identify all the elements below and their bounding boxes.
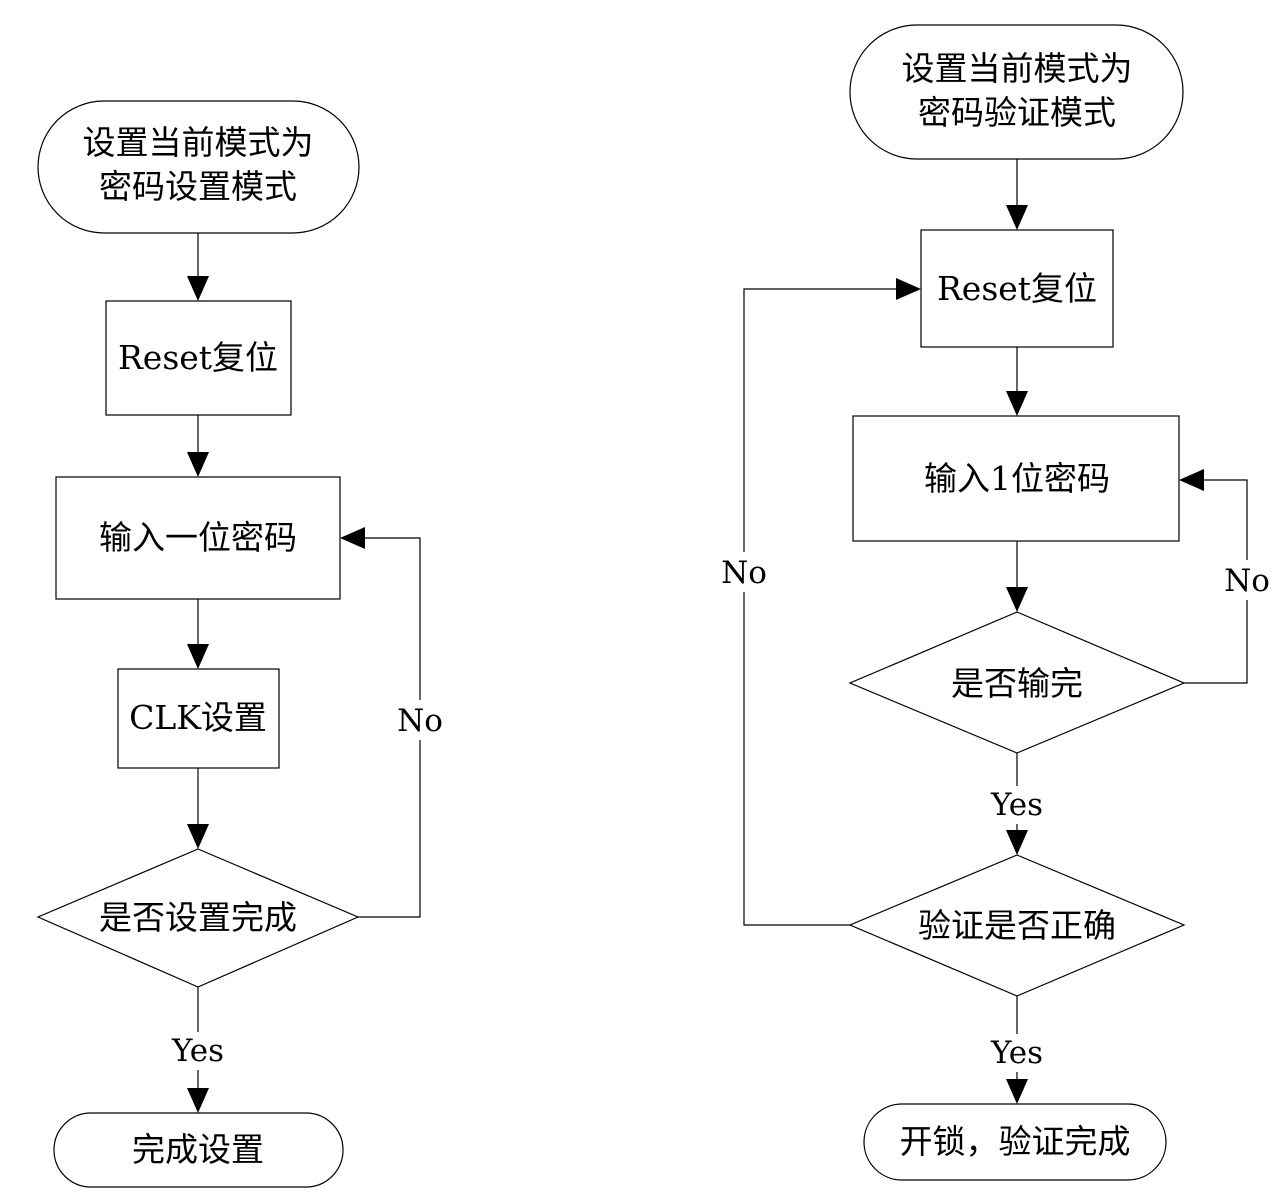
- left-arrowhead-end: [187, 1088, 209, 1113]
- right-no-loop2-line: [743, 288, 896, 926]
- left-decision-label: 是否设置完成: [99, 898, 297, 937]
- left-no-label: No: [397, 703, 443, 739]
- left-start-line2: 密码设置模式: [99, 167, 297, 206]
- right-no1-label-bg: [1225, 560, 1269, 600]
- right-start-terminator: [849, 24, 1184, 160]
- right-arrowhead-decision1: [1006, 587, 1028, 612]
- left-arrowhead-input: [187, 452, 209, 477]
- right-reset-box: [920, 229, 1114, 348]
- right-yes1-label: Yes: [990, 787, 1043, 823]
- left-reset-box: [105, 300, 292, 416]
- right-no1-arrowhead: [1179, 469, 1204, 491]
- left-arrowhead-decision: [187, 824, 209, 849]
- right-decision2-label: 验证是否正确: [918, 906, 1116, 945]
- right-arrowhead-reset: [1006, 205, 1028, 230]
- right-input-label: 输入1位密码: [924, 459, 1110, 498]
- left-input-label: 输入一位密码: [99, 518, 297, 557]
- right-end-label: 开锁，验证完成: [900, 1122, 1131, 1161]
- right-yes2-label: Yes: [990, 1035, 1043, 1071]
- right-no2-label: No: [721, 555, 767, 591]
- right-arrowhead-decision2: [1006, 830, 1028, 855]
- right-no1-label: No: [1224, 563, 1270, 599]
- left-yes-label-bg: [166, 1032, 230, 1070]
- left-flowchart: 设置当前模式为 密码设置模式 Reset复位 输入一位密码 CLK设置 是否设置…: [36, 100, 443, 1188]
- left-input-box: [55, 476, 341, 600]
- right-flowchart: 设置当前模式为 密码验证模式 Reset复位 输入1位密码 是否输完 No Ye…: [721, 24, 1270, 1181]
- right-end-terminator: [863, 1103, 1167, 1181]
- left-end-terminator: [53, 1112, 344, 1188]
- right-arrowhead-input: [1006, 391, 1028, 416]
- left-no-label-bg: [398, 700, 442, 740]
- right-input-box: [852, 415, 1180, 542]
- right-no2-arrowhead: [896, 278, 921, 300]
- right-decision1-label: 是否输完: [951, 664, 1083, 703]
- left-no-arrowhead: [340, 527, 365, 549]
- right-arrowhead-end: [1006, 1079, 1028, 1104]
- right-no2-label-bg: [722, 552, 766, 592]
- left-start-line1: 设置当前模式为: [83, 123, 314, 162]
- left-arrowhead-clk: [187, 644, 209, 669]
- right-yes2-label-bg: [985, 1034, 1049, 1072]
- right-reset-label: Reset复位: [937, 269, 1097, 308]
- left-reset-label: Reset复位: [118, 338, 278, 377]
- right-start-line1: 设置当前模式为: [902, 49, 1133, 88]
- left-arrowhead-reset: [187, 276, 209, 301]
- left-clk-label: CLK设置: [129, 698, 267, 737]
- left-end-label: 完成设置: [132, 1130, 264, 1169]
- right-yes1-label-bg: [985, 786, 1049, 824]
- right-start-line2: 密码验证模式: [918, 93, 1116, 132]
- left-clk-box: [117, 668, 280, 769]
- left-yes-label: Yes: [171, 1033, 224, 1069]
